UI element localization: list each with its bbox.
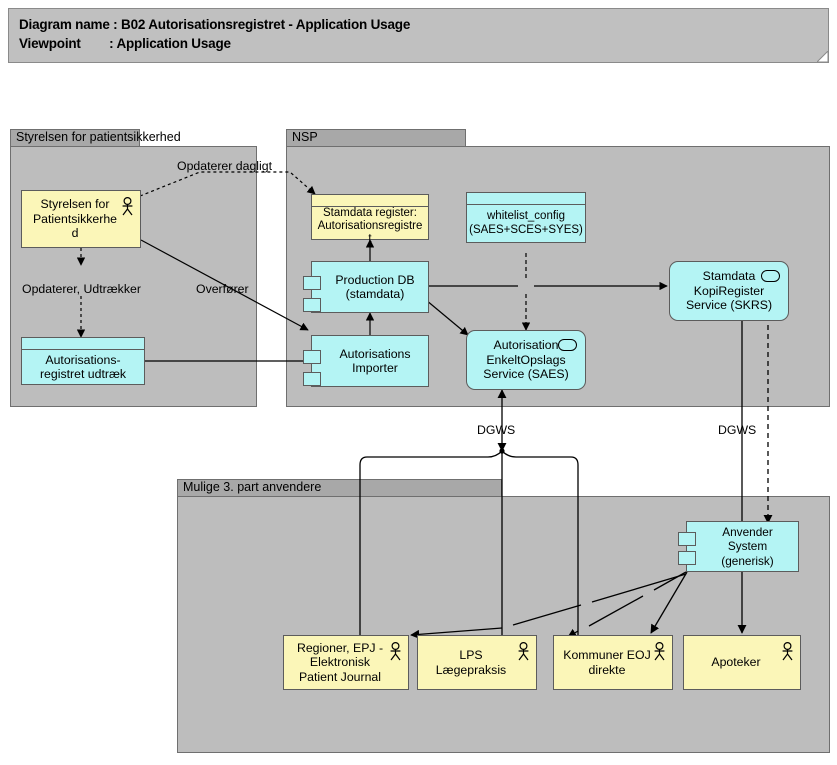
dataobject-header-bar xyxy=(467,193,585,205)
group-label-styrelsen: Styrelsen for patientsikkerhed xyxy=(16,130,181,144)
node-skrs-service[interactable]: Stamdata KopiRegister Service (SKRS) xyxy=(669,261,789,321)
node-production-db[interactable]: Production DB (stamdata) xyxy=(303,261,429,313)
node-label: Autorisations Importer xyxy=(339,346,411,376)
component-tab-icon xyxy=(303,298,321,312)
connector-label-opdaterer-udtraekker: Opdaterer, Udtrækker xyxy=(22,282,141,296)
connector-label-overfoerer: Overfører xyxy=(196,282,249,296)
actor-icon xyxy=(390,642,401,661)
actor-icon xyxy=(654,642,665,661)
node-label: LPS Lægepraksis xyxy=(435,648,507,677)
connector-label-opdaterer-dagligt: Opdaterer dagligt xyxy=(177,159,273,173)
group-label-nsp: NSP xyxy=(292,130,318,144)
actor-icon xyxy=(782,642,793,661)
viewpoint-text: Viewpoint : Application Usage xyxy=(19,36,231,51)
node-saes-service[interactable]: Autorisation EnkeltOpslags Service (SAES… xyxy=(466,330,586,390)
node-whitelist-config[interactable]: whitelist_config (SAES+SCES+SYES) xyxy=(466,192,586,243)
node-regioner-epj[interactable]: Regioner, EPJ - Elektronisk Patient Jour… xyxy=(283,635,409,690)
node-label: Styrelsen for Patientsikkerhe d xyxy=(32,197,118,241)
dataobject-header-bar xyxy=(312,195,428,207)
node-kommuner-eoj-direkte[interactable]: Kommuner EOJ direkte xyxy=(553,635,673,690)
node-lps-laegepraksis[interactable]: LPS Lægepraksis xyxy=(417,635,537,690)
component-tab-icon xyxy=(303,276,321,290)
dataobject-header-bar xyxy=(22,338,144,350)
connector-label-dgws-left: DGWS xyxy=(477,423,516,437)
connector-junction-dot xyxy=(499,448,505,454)
component-tab-icon xyxy=(678,551,696,565)
node-label: Anvender System (generisk) xyxy=(721,524,774,568)
node-label: Stamdata KopiRegister Service (SKRS) xyxy=(685,269,773,313)
component-tab-icon xyxy=(303,372,321,386)
node-label: Production DB (stamdata) xyxy=(335,272,415,302)
diagram-name-text: Diagram name : B02 Autorisationsregistre… xyxy=(19,17,411,32)
node-label: Regioner, EPJ - Elektronisk Patient Jour… xyxy=(296,640,384,684)
actor-icon xyxy=(518,642,529,661)
node-label: Autorisation EnkeltOpslags Service (SAES… xyxy=(483,338,569,382)
connector-label-dgws-right: DGWS xyxy=(718,423,757,437)
node-anvender-system[interactable]: Anvender System (generisk) xyxy=(678,521,799,572)
interface-oval-icon xyxy=(558,339,577,351)
node-apoteker[interactable]: Apoteker xyxy=(683,635,801,690)
component-tab-icon xyxy=(303,350,321,364)
node-autorisations-importer[interactable]: Autorisations Importer xyxy=(303,335,429,387)
component-tab-icon xyxy=(678,532,696,546)
node-label: Stamdata register: Autorisationsregistre… xyxy=(317,207,423,245)
diagram-header: Diagram name : B02 Autorisationsregistre… xyxy=(8,8,829,63)
node-label: Autorisations- registret udtræk xyxy=(39,352,127,382)
node-autorisationsregistret-udtraek[interactable]: Autorisations- registret udtræk xyxy=(21,337,145,385)
node-styrelsen-for-patientsikkerhed[interactable]: Styrelsen for Patientsikkerhe d xyxy=(21,190,141,248)
node-label: Apoteker xyxy=(711,655,761,670)
node-label: Kommuner EOJ direkte xyxy=(563,648,651,677)
node-stamdata-register-autorisationsregistret[interactable]: Stamdata register: Autorisationsregistre… xyxy=(311,194,429,245)
interface-oval-icon xyxy=(761,270,780,282)
group-label-tredjepart: Mulige 3. part anvendere xyxy=(183,480,322,494)
actor-icon xyxy=(122,197,133,216)
header-corner-fold xyxy=(817,51,828,62)
node-label: whitelist_config (SAES+SCES+SYES) xyxy=(469,210,583,236)
